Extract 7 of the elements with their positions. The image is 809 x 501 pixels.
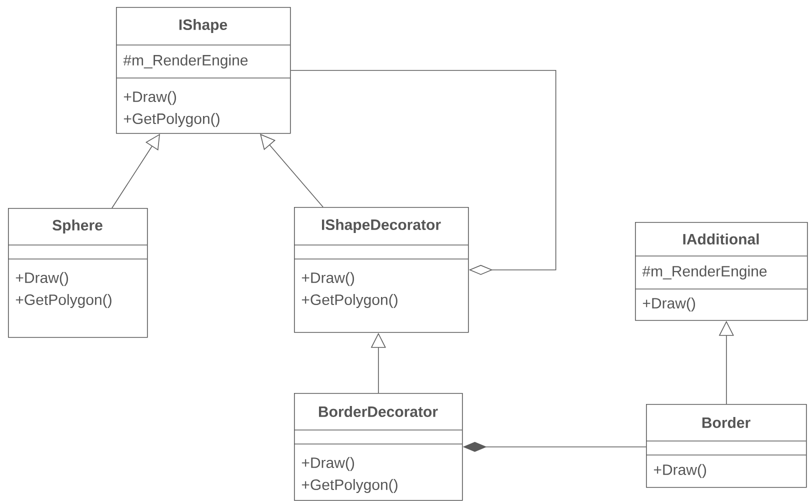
class-box: IShapeDecorator +Draw() +GetPolygon() <box>294 207 469 333</box>
class-box: BorderDecorator +Draw() +GetPolygon() <box>294 393 463 501</box>
aggregation-line <box>290 70 556 275</box>
class-box: Border +Draw() <box>646 404 807 488</box>
class-box: IShape #m_RenderEngine +Draw() +GetPolygon() <box>116 7 291 134</box>
class-box: IAdditional #m_RenderEngine +Draw() <box>634 222 808 321</box>
class-box: Sphere +Draw() +GetPolygon() <box>8 208 148 338</box>
